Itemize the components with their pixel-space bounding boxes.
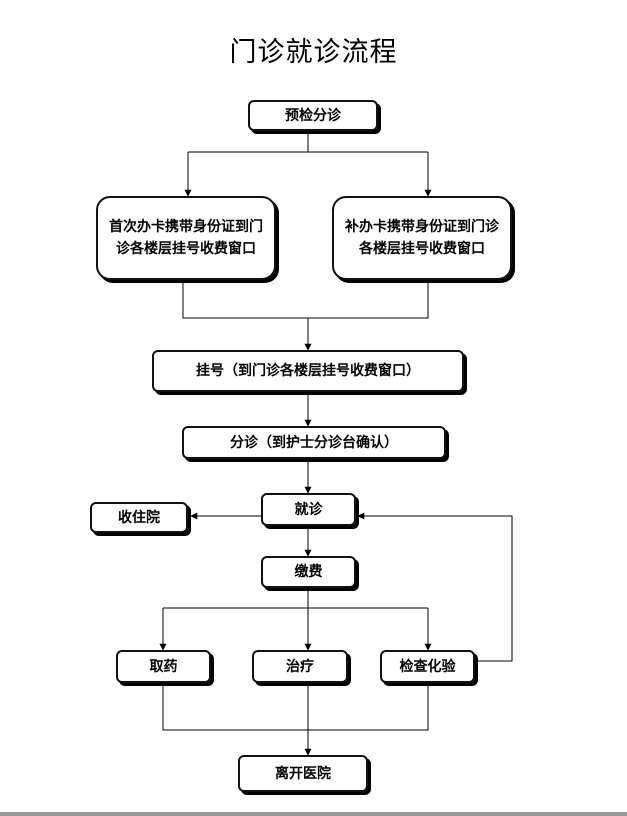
node-first-card: 首次办卡携带身份证到门诊各楼层挂号收费窗口: [96, 196, 276, 280]
node-treatment: 治疗: [252, 650, 348, 683]
node-payment: 缴费: [261, 556, 356, 588]
flowchart-title: 门诊就诊流程: [229, 37, 398, 68]
node-reissue-card: 补办卡携带身份证到门诊各楼层挂号收费窗口: [332, 196, 512, 280]
arrow-lab-back-to-consult: [357, 512, 513, 662]
node-nurse-triage: 分诊（到护士分诊台确认）: [182, 426, 446, 459]
connector-payment-split: [163, 588, 428, 609]
connector-care-merge: [162, 683, 429, 731]
connector-cards-merge: [182, 280, 429, 319]
node-lab-test: 检查化验: [380, 650, 475, 683]
node-consult: 就诊: [261, 493, 356, 526]
node-register: 挂号（到门诊各楼层挂号收费窗口）: [152, 350, 464, 392]
connector-triage-split: [188, 131, 428, 153]
node-admit: 收住院: [90, 502, 188, 533]
page-bottom-edge: [0, 812, 627, 816]
node-leave: 离开医院: [238, 755, 368, 792]
node-triage: 预检分诊: [248, 100, 378, 131]
node-medicine: 取药: [116, 650, 211, 683]
